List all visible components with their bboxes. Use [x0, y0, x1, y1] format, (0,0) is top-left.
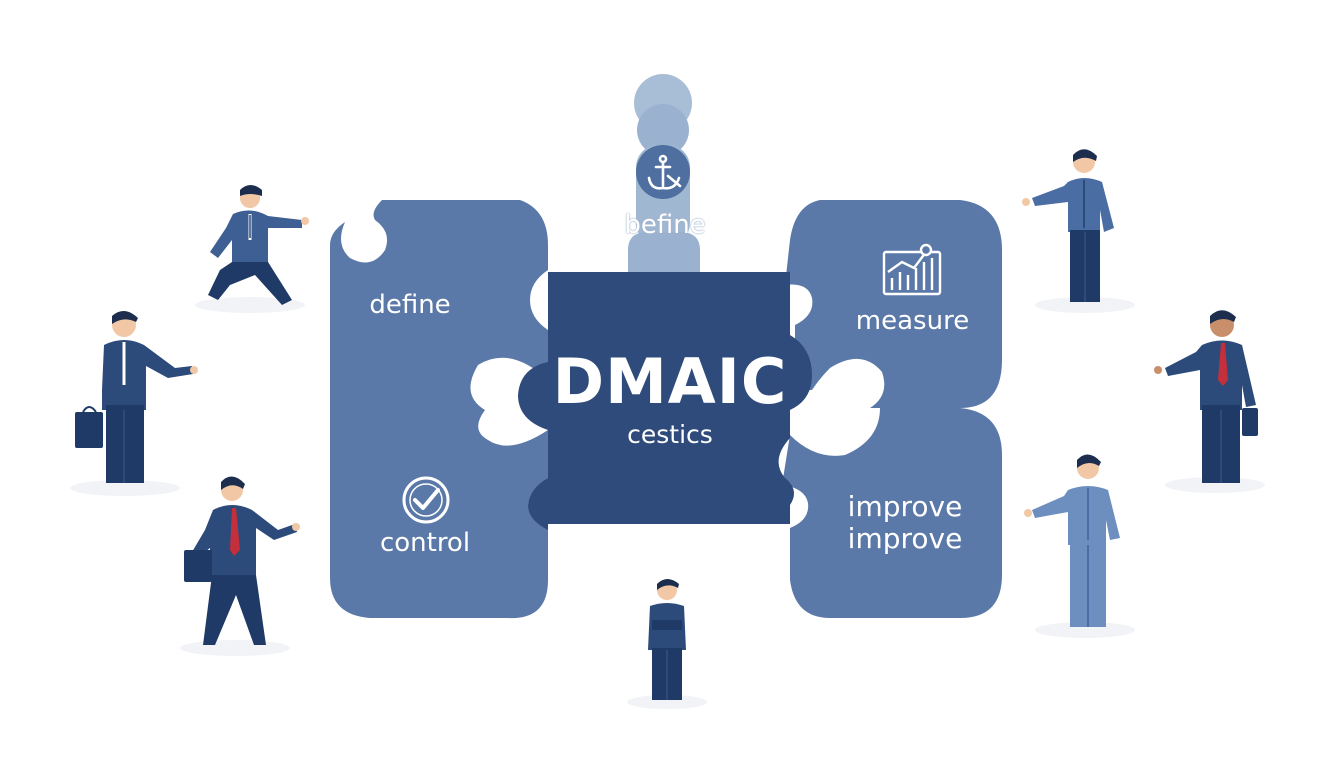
anchor-icon	[647, 154, 682, 190]
control-label: control	[379, 528, 471, 558]
center-subtitle: cestics	[627, 420, 713, 449]
person-top-left	[208, 185, 309, 305]
person-bottom-left	[184, 476, 300, 645]
piece-improve	[782, 408, 1002, 618]
top-label: befine	[624, 210, 706, 240]
piece-control	[330, 410, 548, 619]
center-block	[518, 272, 812, 530]
person-bottom-center	[648, 579, 686, 700]
improve-label-line1: improve	[847, 490, 963, 523]
bar-chart-icon	[882, 243, 942, 296]
person-mid-left	[75, 310, 198, 483]
measure-label: measure	[855, 306, 970, 336]
person-mid-right	[1154, 310, 1258, 483]
piece-define	[330, 200, 548, 410]
ground-shadows	[70, 297, 1265, 709]
top-stack	[628, 74, 700, 282]
checkmark-icon	[402, 476, 450, 524]
center-title: DMAIC	[552, 345, 788, 418]
person-bottom-right	[1024, 454, 1120, 627]
person-top-right	[1022, 149, 1114, 302]
piece-measure	[785, 200, 1002, 408]
improve-label-line2: improve	[847, 522, 963, 555]
define-label: define	[369, 290, 451, 320]
